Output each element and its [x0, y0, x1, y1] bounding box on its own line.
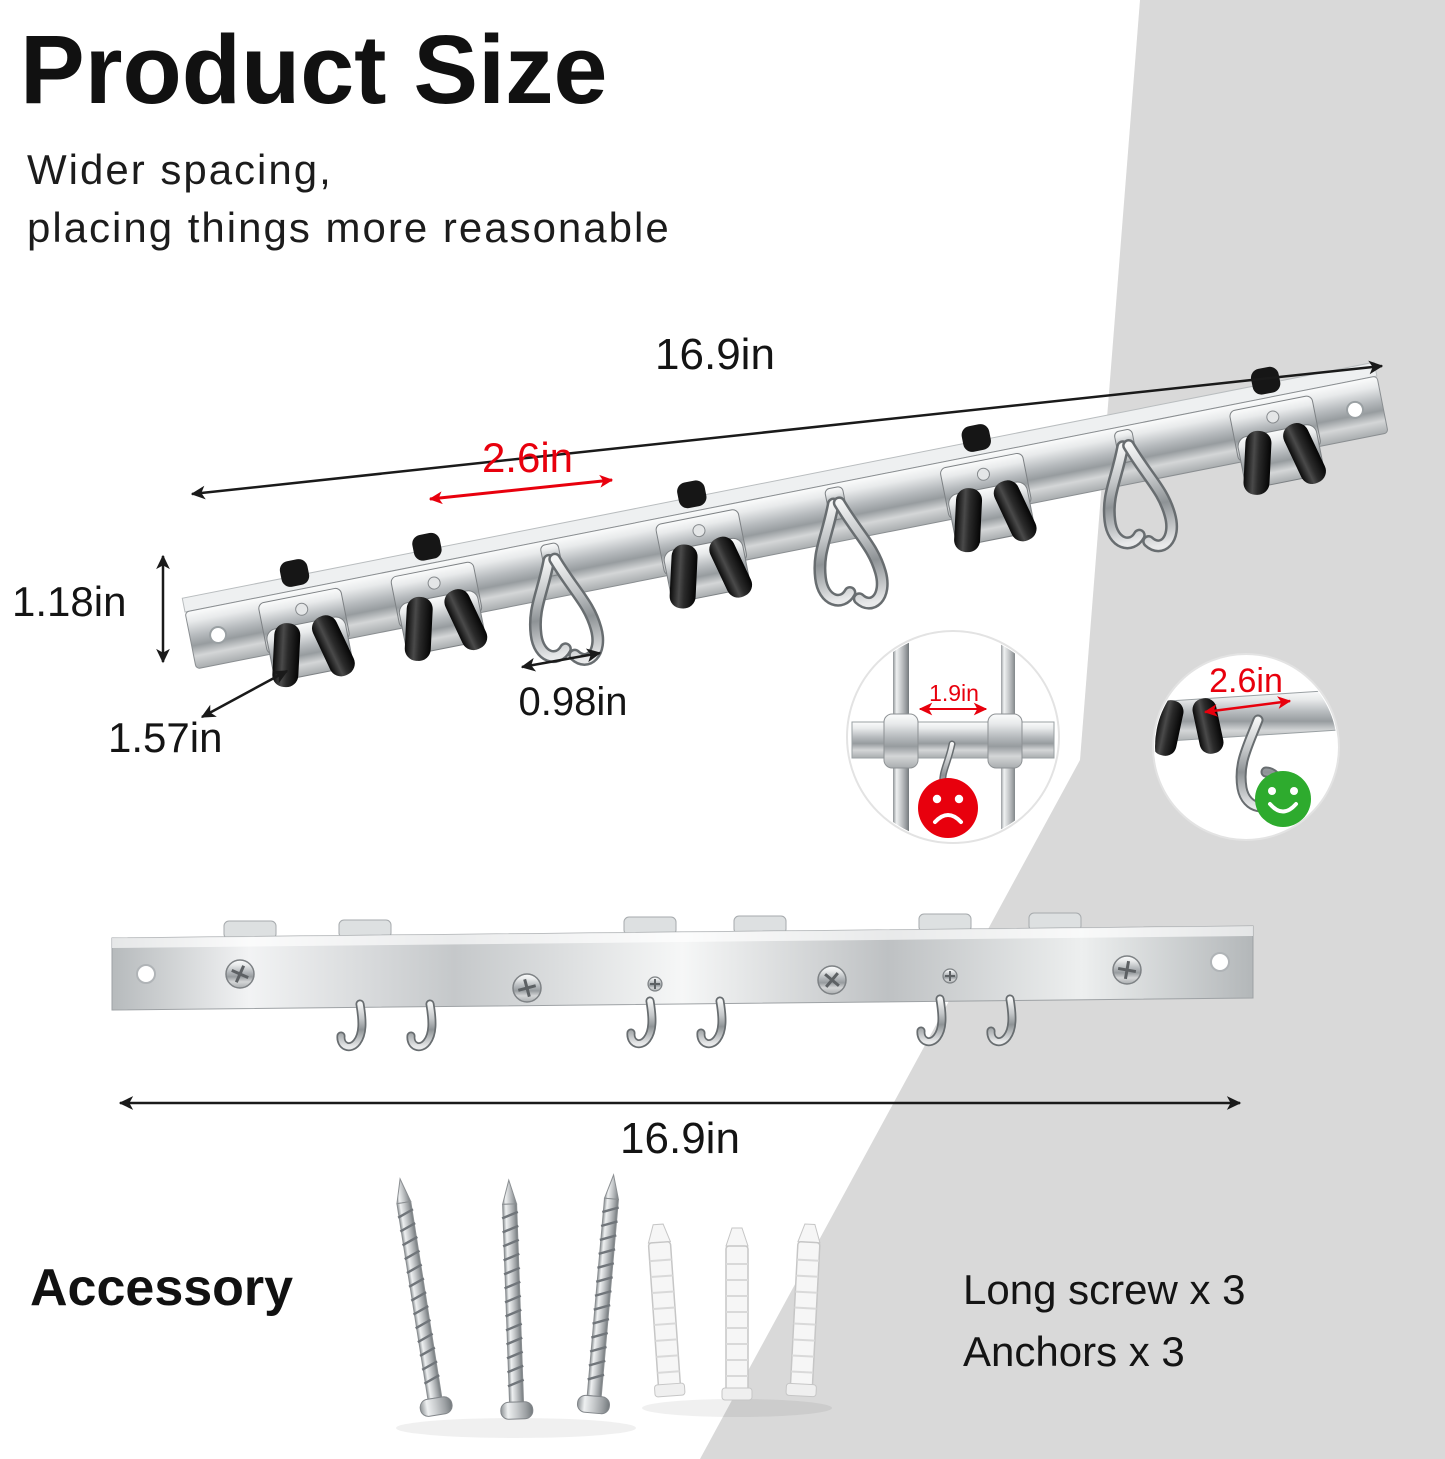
long-screw: [576, 1173, 620, 1415]
phillips-screw: [1112, 955, 1142, 985]
back-view-rack: [111, 912, 1254, 1052]
sad-face-icon: [918, 778, 978, 838]
inset-good-spacing-label: 2.6in: [1209, 662, 1283, 700]
mounting-hole-right: [1210, 952, 1230, 972]
phillips-screw: [512, 973, 542, 1003]
accessory-item-anchors: Anchors x 3: [963, 1328, 1185, 1375]
phillips-screw: [817, 965, 847, 995]
subtitle-line-1: Wider spacing,: [27, 146, 333, 193]
dim-rail-depth-arrow: [200, 669, 289, 719]
clamp-screw: [295, 602, 309, 616]
inset-clamp: [883, 713, 919, 769]
gripper-clamp: [390, 532, 488, 661]
accessory-title: Accessory: [30, 1259, 294, 1317]
dim-rail-depth-label: 1.57in: [108, 714, 223, 761]
inset-good-arrow: [1203, 696, 1292, 717]
phillips-screw-small: [647, 976, 663, 992]
phillips-screw-small: [942, 968, 958, 984]
rubber-roller-right: [311, 615, 355, 677]
wall-anchor: [647, 1223, 686, 1398]
phillips-screw: [225, 959, 255, 989]
inset-bad-spacing: [846, 630, 1060, 844]
wall-anchor: [785, 1223, 821, 1398]
dim-total-width-label: 16.9in: [655, 330, 775, 379]
subtitle-line-2: placing things more reasonable: [27, 204, 671, 251]
smiley-face-icon: [1255, 771, 1311, 827]
long-screw: [396, 1177, 453, 1417]
mounting-hole-left: [136, 964, 156, 984]
wall-anchor: [721, 1227, 753, 1401]
inset-good-spacing: [1152, 653, 1340, 841]
hanging-hooks: [336, 994, 1017, 1052]
dim-back-width-label: 16.9in: [620, 1114, 740, 1163]
back-rail-highlight: [112, 926, 1253, 948]
mounting-hole-left: [209, 626, 228, 645]
inset-clamp: [987, 713, 1023, 769]
dim-hook-width-arrow: [520, 648, 602, 672]
dim-total-width-arrow: [190, 360, 1384, 500]
screws-shadow: [396, 1418, 636, 1438]
page-title: Product Size: [20, 15, 608, 124]
dim-hook-spacing-label: 2.6in: [481, 434, 574, 481]
accessory-screws: [396, 1173, 620, 1420]
dim-hook-width-label: 0.98in: [518, 680, 628, 724]
gripper-clamp: [258, 559, 355, 688]
dim-rail-height-label: 1.18in: [12, 578, 127, 625]
long-screw: [500, 1178, 534, 1420]
gripper-clamp: [655, 480, 753, 609]
accessory-anchors: [647, 1223, 821, 1401]
clamp-top-arm: [279, 559, 310, 587]
accessory-item-screws: Long screw x 3: [963, 1266, 1246, 1313]
anchors-shadow: [642, 1399, 832, 1417]
dim-hook-spacing-arrow: [428, 474, 614, 505]
inset-bad-spacing-label: 1.9in: [929, 680, 979, 706]
double-hook: [813, 486, 889, 610]
